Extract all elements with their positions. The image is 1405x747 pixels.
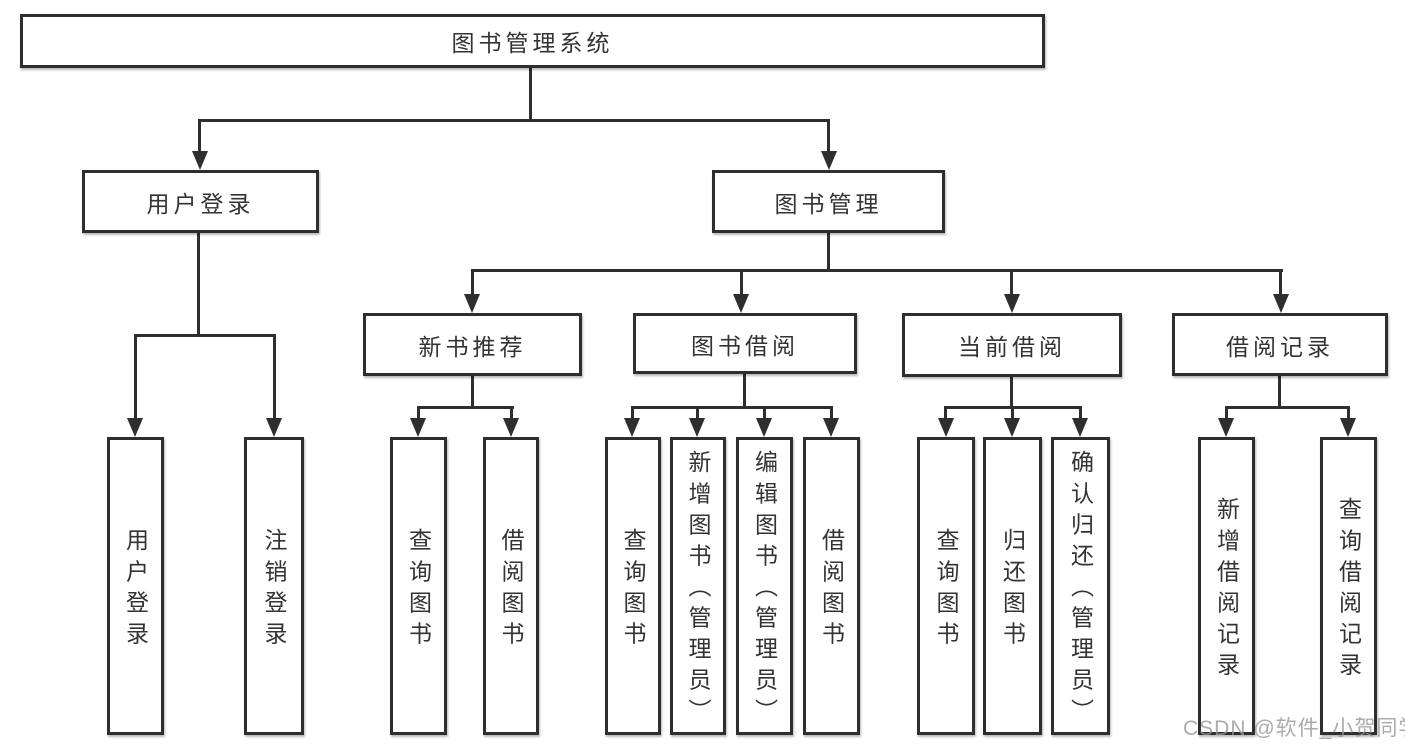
connector-level3-branch (471, 269, 1283, 272)
connector-branch (417, 406, 514, 409)
leaf-cb-confirm-return: 确认归还（管理员） (1051, 437, 1110, 735)
node-book-borrow-label: 图书借阅 (691, 332, 799, 359)
arrow-down-icon (464, 294, 480, 313)
leaf-label: 借阅图书 (498, 527, 524, 653)
leaf-label: 查询图书 (620, 527, 646, 653)
connector-borrow-record-stem (1278, 376, 1281, 409)
connector-branch (631, 406, 833, 409)
arrow-down-icon (689, 418, 705, 437)
arrow-down-icon (823, 418, 839, 437)
leaf-bb-add-book: 新增图书（管理员） (670, 437, 726, 735)
node-user-login: 用户登录 (82, 170, 319, 233)
arrow-down-icon (1072, 418, 1088, 437)
node-borrow-record-label: 借阅记录 (1226, 333, 1334, 360)
connector-line (510, 406, 513, 420)
connector-line (696, 406, 699, 420)
connector-level1-branch (198, 119, 830, 122)
watermark: CSDN @软件_小贺同学 (1183, 717, 1405, 740)
connector-line (1279, 269, 1282, 296)
node-book-mgmt-label: 图书管理 (774, 190, 883, 217)
arrow-down-icon (1004, 418, 1020, 437)
arrow-down-icon (821, 151, 837, 170)
connector-branch (134, 334, 276, 337)
leaf-label: 借阅图书 (818, 527, 845, 653)
leaf-label: 注销登录 (261, 527, 287, 653)
arrow-down-icon (733, 294, 749, 313)
arrow-down-icon (938, 418, 954, 437)
leaf-br-query-record: 查询借阅记录 (1320, 437, 1377, 735)
connector-book-mgmt-stem (827, 233, 830, 272)
leaf-bb-borrow-book: 借阅图书 (803, 437, 860, 735)
node-book-mgmt: 图书管理 (712, 170, 945, 233)
node-book-borrow: 图书借阅 (633, 313, 857, 374)
node-root-label: 图书管理系统 (451, 30, 614, 56)
node-user-login-label: 用户登录 (146, 190, 255, 217)
connector-line (944, 406, 947, 420)
leaf-label: 新增借阅记录 (1213, 496, 1240, 684)
leaf-label: 用户登录 (122, 527, 149, 653)
leaf-label: 归还图书 (999, 527, 1026, 653)
arrow-down-icon (1340, 418, 1356, 437)
connector-line (1011, 406, 1014, 420)
connector-line (830, 406, 833, 420)
connector-line (631, 406, 634, 420)
leaf-label: 确认归还（管理员） (1067, 450, 1094, 730)
connector-line (1079, 406, 1082, 420)
leaf-bb-query-book: 查询图书 (605, 437, 661, 735)
connector-new-book-stem (471, 376, 474, 409)
arrow-down-icon (266, 418, 282, 437)
arrow-down-icon (1218, 418, 1234, 437)
connector-line (417, 406, 420, 420)
connector-user-login-stem (197, 233, 200, 336)
leaf-cb-return-book: 归还图书 (983, 437, 1042, 735)
leaf-rec-query-book: 查询图书 (390, 437, 447, 735)
node-root: 图书管理系统 (20, 14, 1045, 68)
leaf-label: 查询图书 (933, 527, 959, 653)
connector-branch (1225, 406, 1350, 409)
arrow-down-icon (127, 418, 143, 437)
leaf-label: 新增图书（管理员） (685, 450, 711, 730)
connector-line (134, 334, 137, 420)
arrow-down-icon (410, 418, 426, 437)
arrow-down-icon (192, 151, 208, 170)
arrow-down-icon (624, 418, 640, 437)
node-borrow-record: 借阅记录 (1172, 313, 1388, 376)
connector-line (471, 269, 474, 296)
leaf-label: 编辑图书（管理员） (751, 450, 778, 730)
connector-line (740, 269, 743, 296)
arrow-down-icon (1004, 294, 1020, 313)
connector-line (1225, 406, 1228, 420)
leaf-rec-borrow-book: 借阅图书 (483, 437, 539, 735)
arrow-down-icon (756, 418, 772, 437)
leaf-label: 查询借阅记录 (1335, 496, 1362, 684)
connector-line (198, 119, 201, 153)
connector-line (1010, 269, 1013, 296)
leaf-bb-edit-book: 编辑图书（管理员） (736, 437, 793, 735)
node-new-book-rec: 新书推荐 (363, 313, 582, 376)
leaf-user-login: 用户登录 (107, 437, 164, 735)
node-new-book-rec-label: 新书推荐 (418, 333, 527, 360)
connector-line (1347, 406, 1350, 420)
connector-book-borrow-stem (743, 374, 746, 409)
arrow-down-icon (503, 418, 519, 437)
connector-root-stem (529, 68, 532, 121)
node-current-borrow: 当前借阅 (902, 313, 1122, 377)
leaf-br-add-record: 新增借阅记录 (1198, 437, 1255, 735)
arrow-down-icon (1273, 294, 1289, 313)
connector-current-borrow-stem (1010, 377, 1013, 409)
connector-line (763, 406, 766, 420)
connector-line (827, 119, 830, 153)
leaf-label: 查询图书 (405, 527, 432, 653)
connector-line (273, 334, 276, 420)
node-current-borrow-label: 当前借阅 (958, 334, 1066, 360)
leaf-logout: 注销登录 (244, 437, 304, 735)
leaf-cb-query-book: 查询图书 (917, 437, 975, 735)
